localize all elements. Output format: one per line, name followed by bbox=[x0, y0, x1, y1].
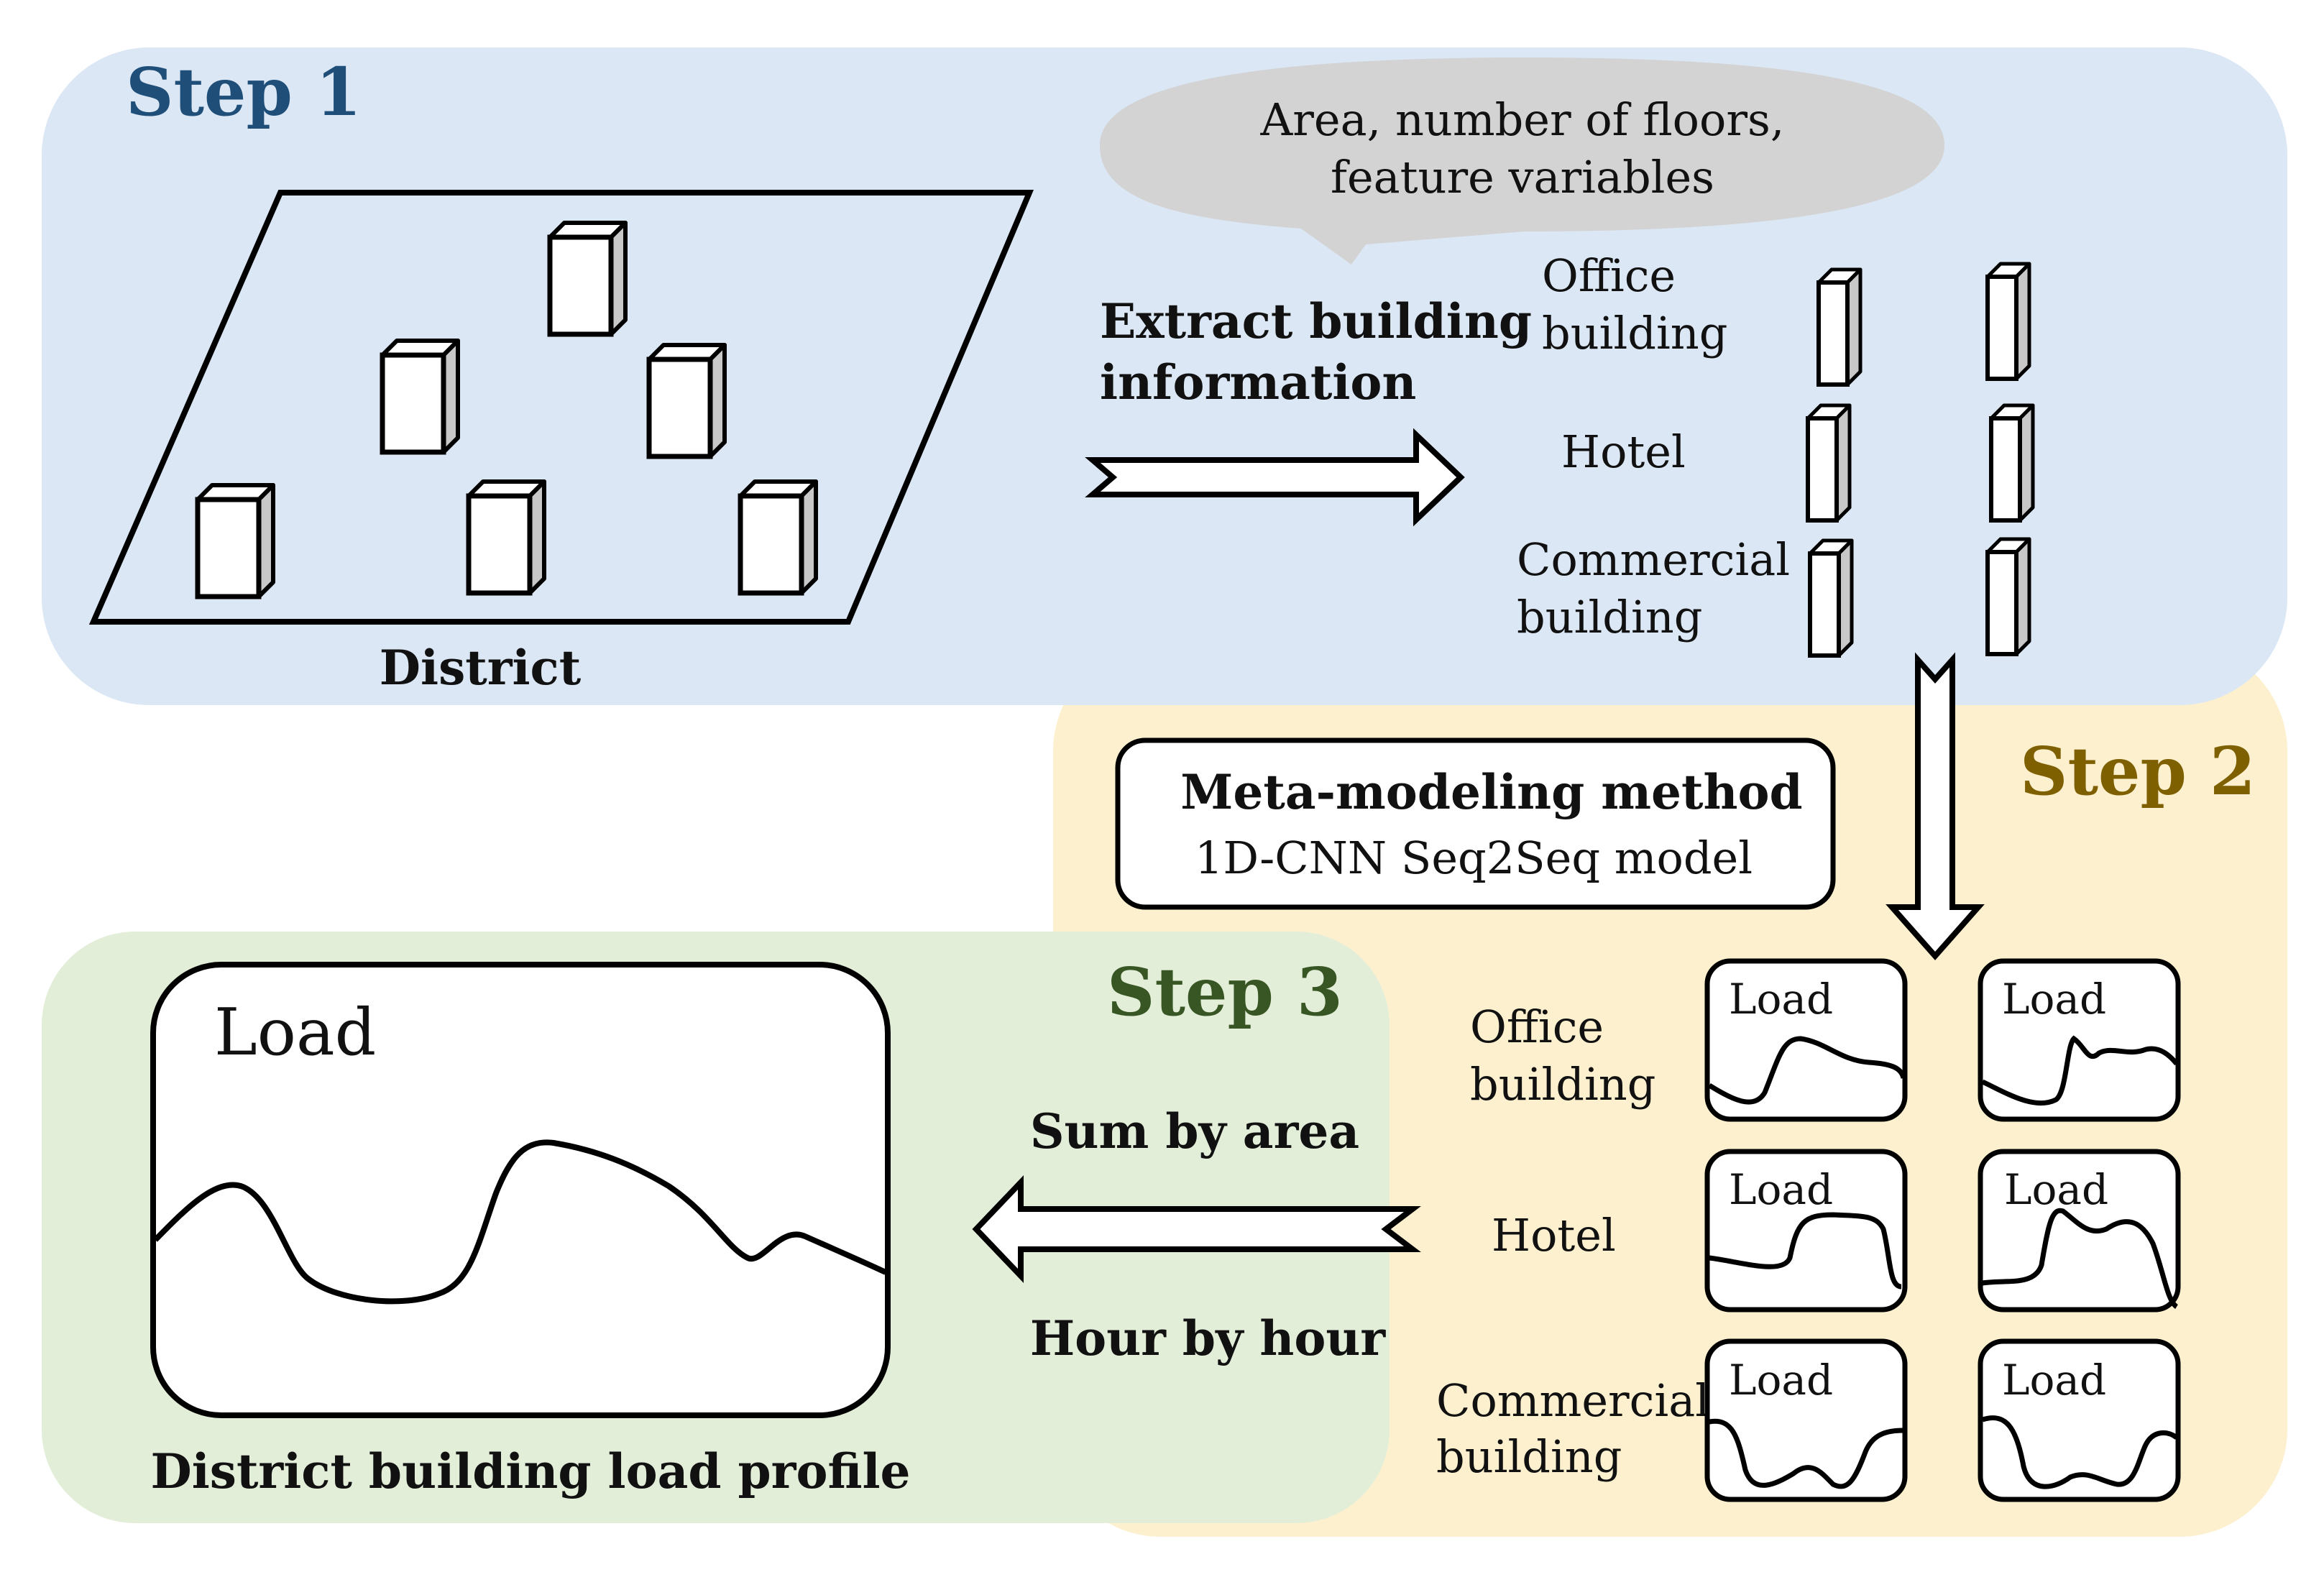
district-load-curve bbox=[153, 1139, 887, 1305]
load-chart-label: Load bbox=[2004, 1165, 2108, 1214]
arrow-down-icon bbox=[1886, 652, 1985, 961]
step2-type-commercial-line2: building bbox=[1436, 1430, 1622, 1483]
office-building-icon bbox=[1819, 270, 1860, 385]
step2-type-hotel: Hotel bbox=[1492, 1209, 1616, 1261]
load-chart-label: Load bbox=[2002, 1356, 2106, 1405]
arrow-right-icon bbox=[1085, 428, 1465, 527]
commercial-building-icon bbox=[1988, 539, 2029, 654]
district-building-icon bbox=[382, 341, 458, 452]
step2-type-office-line1: Office bbox=[1470, 1001, 1604, 1053]
district-building-icon bbox=[550, 223, 625, 334]
method-model: 1D-CNN Seq2Seq model bbox=[1195, 832, 1753, 884]
office-building-icon bbox=[1988, 264, 2029, 379]
step2-type-office-line2: building bbox=[1470, 1058, 1655, 1111]
load-chart-office-2: Load bbox=[1978, 958, 2181, 1122]
step3-title: Step 3 bbox=[1107, 953, 1343, 1031]
load-chart-label: Load bbox=[1729, 1165, 1833, 1214]
type-commercial-line2: building bbox=[1517, 591, 1702, 643]
load-chart-label: Load bbox=[1729, 1356, 1833, 1405]
speech-bubble bbox=[1100, 58, 1944, 265]
sum-by-area-label: Sum by area bbox=[1030, 1103, 1359, 1159]
commercial-building-icon bbox=[1810, 541, 1852, 656]
type-hotel: Hotel bbox=[1561, 426, 1686, 478]
method-box bbox=[1115, 737, 1836, 910]
district-building-icon bbox=[198, 485, 273, 597]
bubble-text-line2: feature variables bbox=[1331, 151, 1714, 203]
hotel-building-icon bbox=[1991, 405, 2033, 520]
extract-label-line1: Extract building bbox=[1100, 293, 1532, 349]
district-building-icon bbox=[649, 345, 725, 456]
hotel-building-icon bbox=[1808, 405, 1850, 520]
load-chart-commercial-1: Load bbox=[1704, 1338, 1908, 1502]
district-label: District bbox=[380, 640, 582, 696]
load-chart-label: Load bbox=[1729, 975, 1833, 1024]
district-load-chart-frame bbox=[150, 962, 891, 1418]
bubble-text-line1: Area, number of floors, bbox=[1259, 93, 1784, 146]
step2-title: Step 2 bbox=[2020, 732, 2256, 810]
load-chart-label: Load bbox=[2002, 975, 2106, 1024]
type-office-line2: building bbox=[1542, 307, 1727, 359]
district-parallelogram bbox=[88, 190, 1034, 625]
district-building-icon bbox=[469, 482, 544, 593]
hour-by-hour-label: Hour by hour bbox=[1030, 1310, 1387, 1366]
step1-title: Step 1 bbox=[126, 53, 362, 131]
load-chart-office-1: Load bbox=[1704, 958, 1908, 1122]
load-chart-hotel-2: Load bbox=[1978, 1149, 2181, 1313]
step2-type-commercial-line1: Commercial bbox=[1436, 1374, 1709, 1427]
district-building-icon bbox=[740, 482, 816, 593]
load-chart-hotel-1: Load bbox=[1704, 1149, 1908, 1313]
arrow-left-icon bbox=[972, 1175, 1421, 1283]
extract-label-line2: information bbox=[1100, 354, 1416, 410]
district-profile-label: District building load profile bbox=[150, 1443, 910, 1499]
type-office-line1: Office bbox=[1542, 249, 1676, 302]
load-chart-commercial-2: Load bbox=[1978, 1338, 2181, 1502]
type-commercial-line1: Commercial bbox=[1517, 533, 1790, 586]
method-title: Meta-modeling method bbox=[1180, 764, 1802, 820]
district-load-label: Load bbox=[214, 995, 376, 1070]
